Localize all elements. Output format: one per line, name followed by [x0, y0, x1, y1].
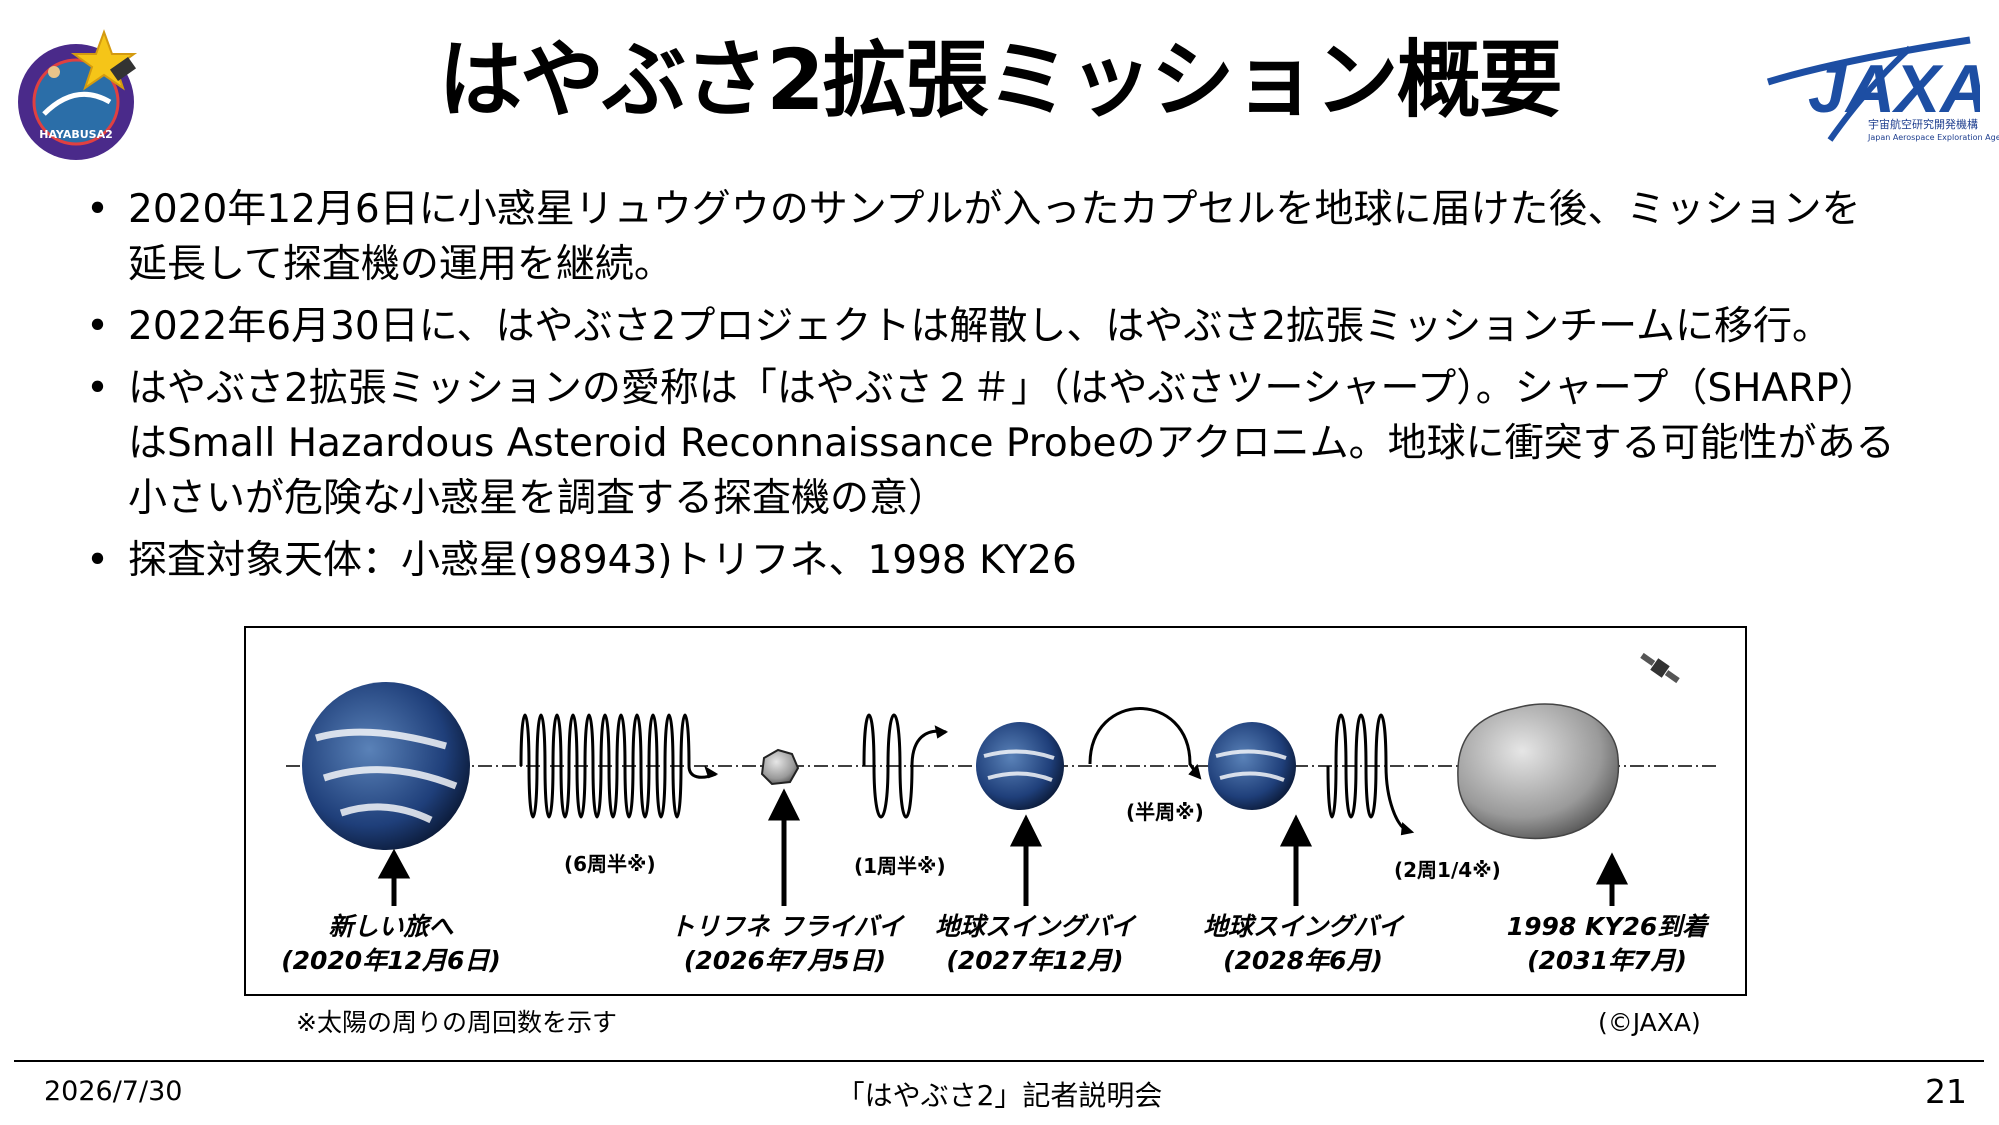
event-title: 地球スイングバイ [1202, 912, 1403, 941]
event-title: 1998 KY26到着 [1506, 912, 1708, 941]
event-title: 地球スイングバイ [934, 912, 1135, 941]
event-date: (2031年7月) [1527, 946, 1687, 975]
jaxa-wordmark: JAXA [1808, 51, 1980, 127]
page-number: 21 [1925, 1072, 1967, 1111]
bullet-line: はやぶさ2拡張ミッションの愛称は「はやぶさ２＃」（はやぶさツーシャープ）。シャー… [128, 366, 1878, 411]
event-date: (2026年7月5日) [683, 946, 887, 975]
page-title: はやぶさ2拡張ミッション概要 [438, 31, 1562, 129]
orbit-wave-1 [519, 713, 717, 819]
figure-credit: (©JAXA) [1598, 1008, 1701, 1037]
jaxa-logo: JAXA [1766, 36, 1980, 142]
earth-swingby-2 [1208, 722, 1296, 810]
bullet-item: 2022年6月30日に、はやぶさ2プロジェクトは解散し、はやぶさ2拡張ミッション… [84, 299, 1944, 354]
bullet-item: 探査対象天体：小惑星(98943)トリフネ、1998 KY26 [84, 533, 1944, 588]
laps-label-2: (1周半※) [854, 854, 946, 878]
spacecraft-icon [1640, 652, 1680, 684]
orbit-wave-2 [862, 713, 947, 819]
event-label-5: 1998 KY26到着 (2031年7月) [1482, 910, 1732, 978]
jaxa-subtitle: 宇宙航空研究開発機構 Japan Aerospace Exploration A… [1868, 118, 1999, 144]
bullet-line: はSmall Hazardous Asteroid Reconnaissance… [128, 421, 1895, 466]
event-date: (2020年12月6日) [281, 946, 501, 975]
event-label-1: 新しい旅へ (2020年12月6日) [276, 910, 506, 978]
footer-divider [14, 1060, 1984, 1062]
orbit-arc-half [1088, 707, 1198, 774]
laps-label-4: (2周1/4※) [1394, 858, 1501, 882]
event-title: 新しい旅へ [328, 912, 454, 941]
bullet-line: 小さいが危険な小惑星を調査する探査機の意） [128, 476, 948, 521]
bullet-list: 2020年12月6日に小惑星リュウグウのサンプルが入ったカプセルを地球に届けた後… [84, 182, 1944, 595]
event-date: (2028年6月) [1223, 946, 1383, 975]
logo-text: HAYABUSA2 [39, 128, 113, 141]
footer-title: 「はやぶさ2」記者説明会 [836, 1079, 1163, 1112]
bullet-item: 2020年12月6日に小惑星リュウグウのサンプルが入ったカプセルを地球に届けた後… [84, 182, 1944, 292]
event-label-4: 地球スイングバイ (2028年6月) [1188, 910, 1418, 978]
footer-date: 2026/7/30 [44, 1076, 183, 1107]
bullet-line: 2020年12月6日に小惑星リュウグウのサンプルが入ったカプセルを地球に届けた後… [128, 187, 1861, 232]
earth-swingby-1 [976, 722, 1064, 810]
bullet-line: 探査対象天体：小惑星(98943)トリフネ、1998 KY26 [128, 538, 1077, 583]
bullet-line: 延長して探査機の運用を継続。 [128, 242, 673, 287]
jaxa-subtitle-en: Japan Aerospace Exploration Agency [1868, 133, 1999, 142]
orbit-wave-3 [1326, 713, 1411, 834]
torifune-asteroid [760, 748, 800, 786]
mission-timeline-figure: (6周半※) (1周半※) (半周※) (2周1/4※) 新しい旅へ (2020… [244, 626, 1747, 996]
bullet-line: 2022年6月30日に、はやぶさ2プロジェクトは解散し、はやぶさ2拡張ミッション… [128, 304, 1831, 349]
event-title: トリフネ フライバイ [670, 912, 904, 941]
jaxa-subtitle-ja: 宇宙航空研究開発機構 [1868, 118, 1978, 131]
laps-label-1: (6周半※) [564, 852, 656, 876]
event-label-2: トリフネ フライバイ (2026年7月5日) [670, 910, 904, 978]
event-label-3: 地球スイングバイ (2027年12月) [920, 910, 1150, 978]
ky26-asteroid [1457, 703, 1620, 840]
bullet-item: はやぶさ2拡張ミッションの愛称は「はやぶさ２＃」（はやぶさツーシャープ）。シャー… [84, 361, 1944, 526]
hayabusa2-mission-logo: HAYABUSA2 [18, 29, 138, 160]
timeline-drawing [286, 652, 1716, 906]
laps-label-3: (半周※) [1126, 800, 1204, 824]
event-date: (2027年12月) [946, 946, 1124, 975]
figure-note: ※太陽の周りの周回数を示す [296, 1008, 617, 1037]
earth-large [302, 682, 470, 850]
